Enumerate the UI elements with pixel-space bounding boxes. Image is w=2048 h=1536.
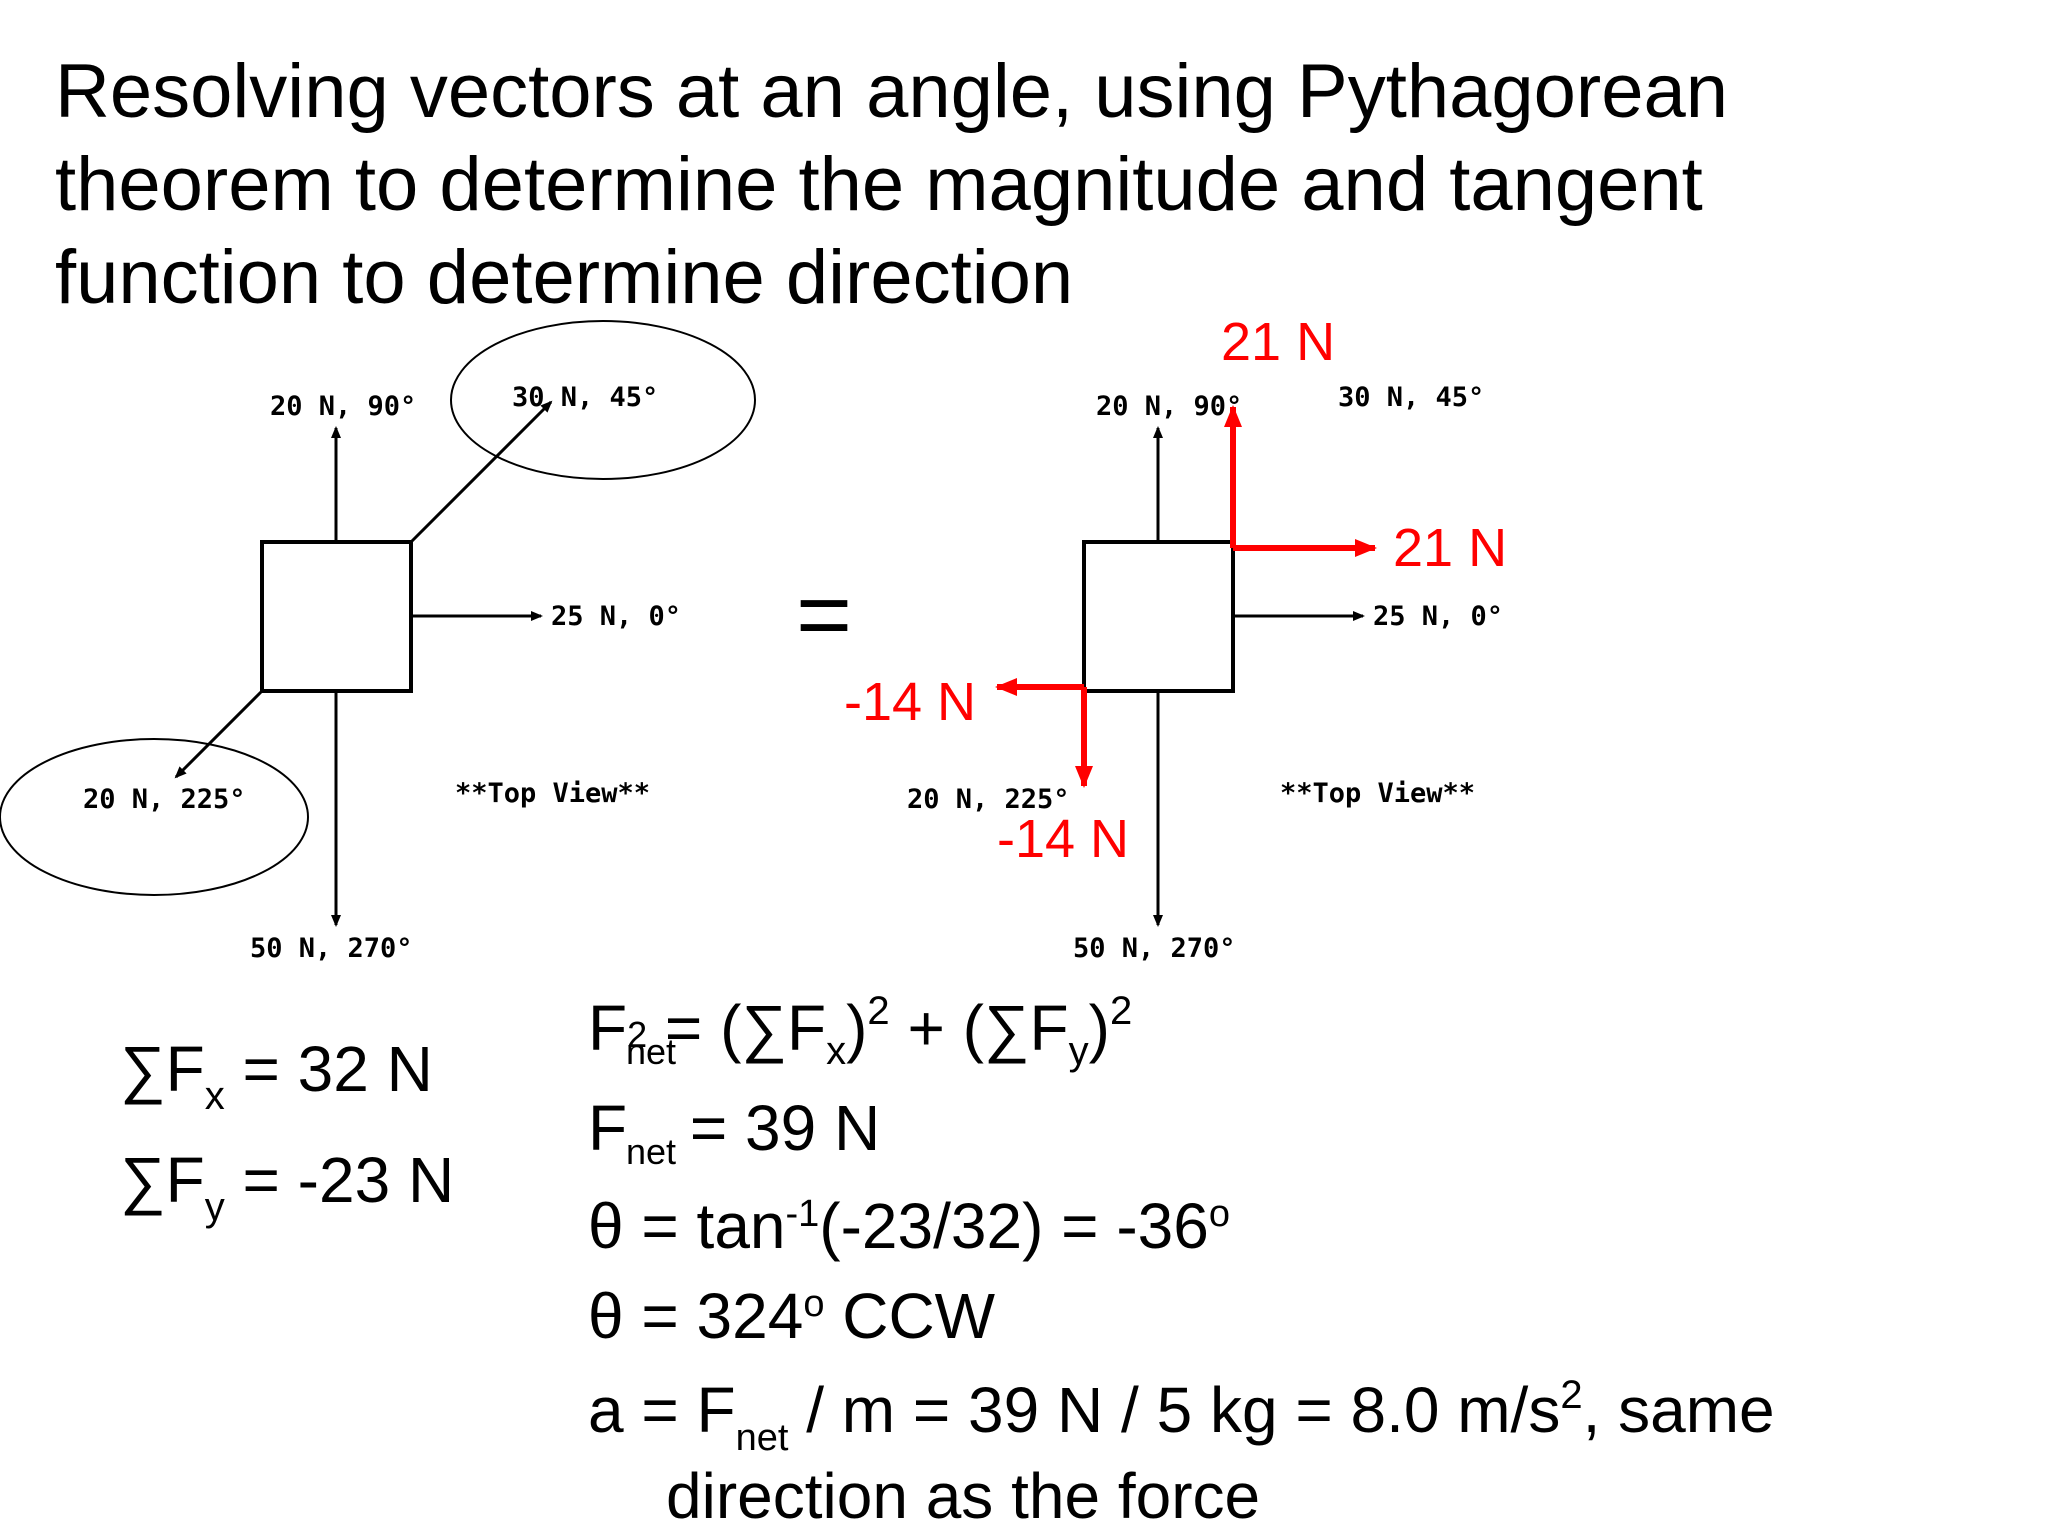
right-force-diagram: 20 N, 90° 30 N, 45° 25 N, 0° 20 N, 225° … — [844, 312, 1507, 964]
left-box — [260, 540, 413, 693]
left-top-view-label: **Top View** — [455, 778, 650, 809]
left-label-45: 30 N, 45° — [512, 382, 658, 413]
equation-theta-tan: θ = tan-1(-23/32) = -36o — [588, 1190, 1230, 1262]
equations: F2 = (∑Fx)2 + (∑Fy)2 net F = 39 N net θ … — [588, 989, 1775, 1532]
left-circle-30n — [450, 320, 756, 480]
sum-fx: ∑Fx = 32 N — [120, 1033, 433, 1118]
right-label-225: 20 N, 225° — [907, 784, 1070, 815]
left-label-225: 20 N, 225° — [83, 784, 246, 815]
equation-acceleration: a = Fnet / m = 39 N / 5 kg = 8.0 m/s2, s… — [588, 1373, 1775, 1459]
equation-pythagorean: F2 = (∑Fx)2 + (∑Fy)2 — [588, 989, 1132, 1073]
left-label-0: 25 N, 0° — [551, 601, 681, 632]
equals-sign: = — [796, 561, 852, 668]
right-label-45: 30 N, 45° — [1338, 382, 1484, 413]
component-label-up: 21 N — [1221, 312, 1335, 372]
right-top-view-label: **Top View** — [1280, 778, 1475, 809]
component-label-down: -14 N — [997, 809, 1129, 869]
sum-fy: ∑Fy = -23 N — [120, 1144, 454, 1229]
component-label-right: 21 N — [1393, 518, 1507, 578]
fnet-subscript-1: net — [626, 1031, 676, 1072]
left-arrow-45 — [409, 400, 553, 544]
right-label-270: 50 N, 270° — [1073, 933, 1236, 964]
title-line-1: Resolving vectors at an angle, using Pyt… — [55, 49, 1728, 134]
equation-acceleration-cont: direction as the force — [666, 1460, 1260, 1532]
right-label-0: 25 N, 0° — [1373, 601, 1503, 632]
right-label-90: 20 N, 90° — [1096, 391, 1242, 422]
equation-fnet-value: F = 39 N — [588, 1092, 880, 1164]
title-line-2: theorem to determine the magnitude and t… — [55, 142, 1703, 227]
left-arrow-225 — [174, 689, 264, 779]
left-force-diagram: 20 N, 90° 30 N, 45° 25 N, 0° 20 N, 225° … — [0, 320, 756, 964]
left-label-90: 20 N, 90° — [270, 391, 416, 422]
force-sums: ∑Fx = 32 N ∑Fy = -23 N — [120, 1033, 454, 1229]
component-label-left: -14 N — [844, 672, 976, 732]
left-label-270: 50 N, 270° — [250, 933, 413, 964]
fnet-subscript-2: net — [626, 1131, 676, 1172]
title-line-3: function to determine direction — [55, 235, 1073, 320]
slide-title: Resolving vectors at an angle, using Pyt… — [55, 49, 1728, 320]
right-box — [1082, 540, 1235, 693]
equation-theta-ccw: θ = 324o CCW — [588, 1280, 996, 1352]
left-circle-20n-225 — [0, 738, 309, 896]
